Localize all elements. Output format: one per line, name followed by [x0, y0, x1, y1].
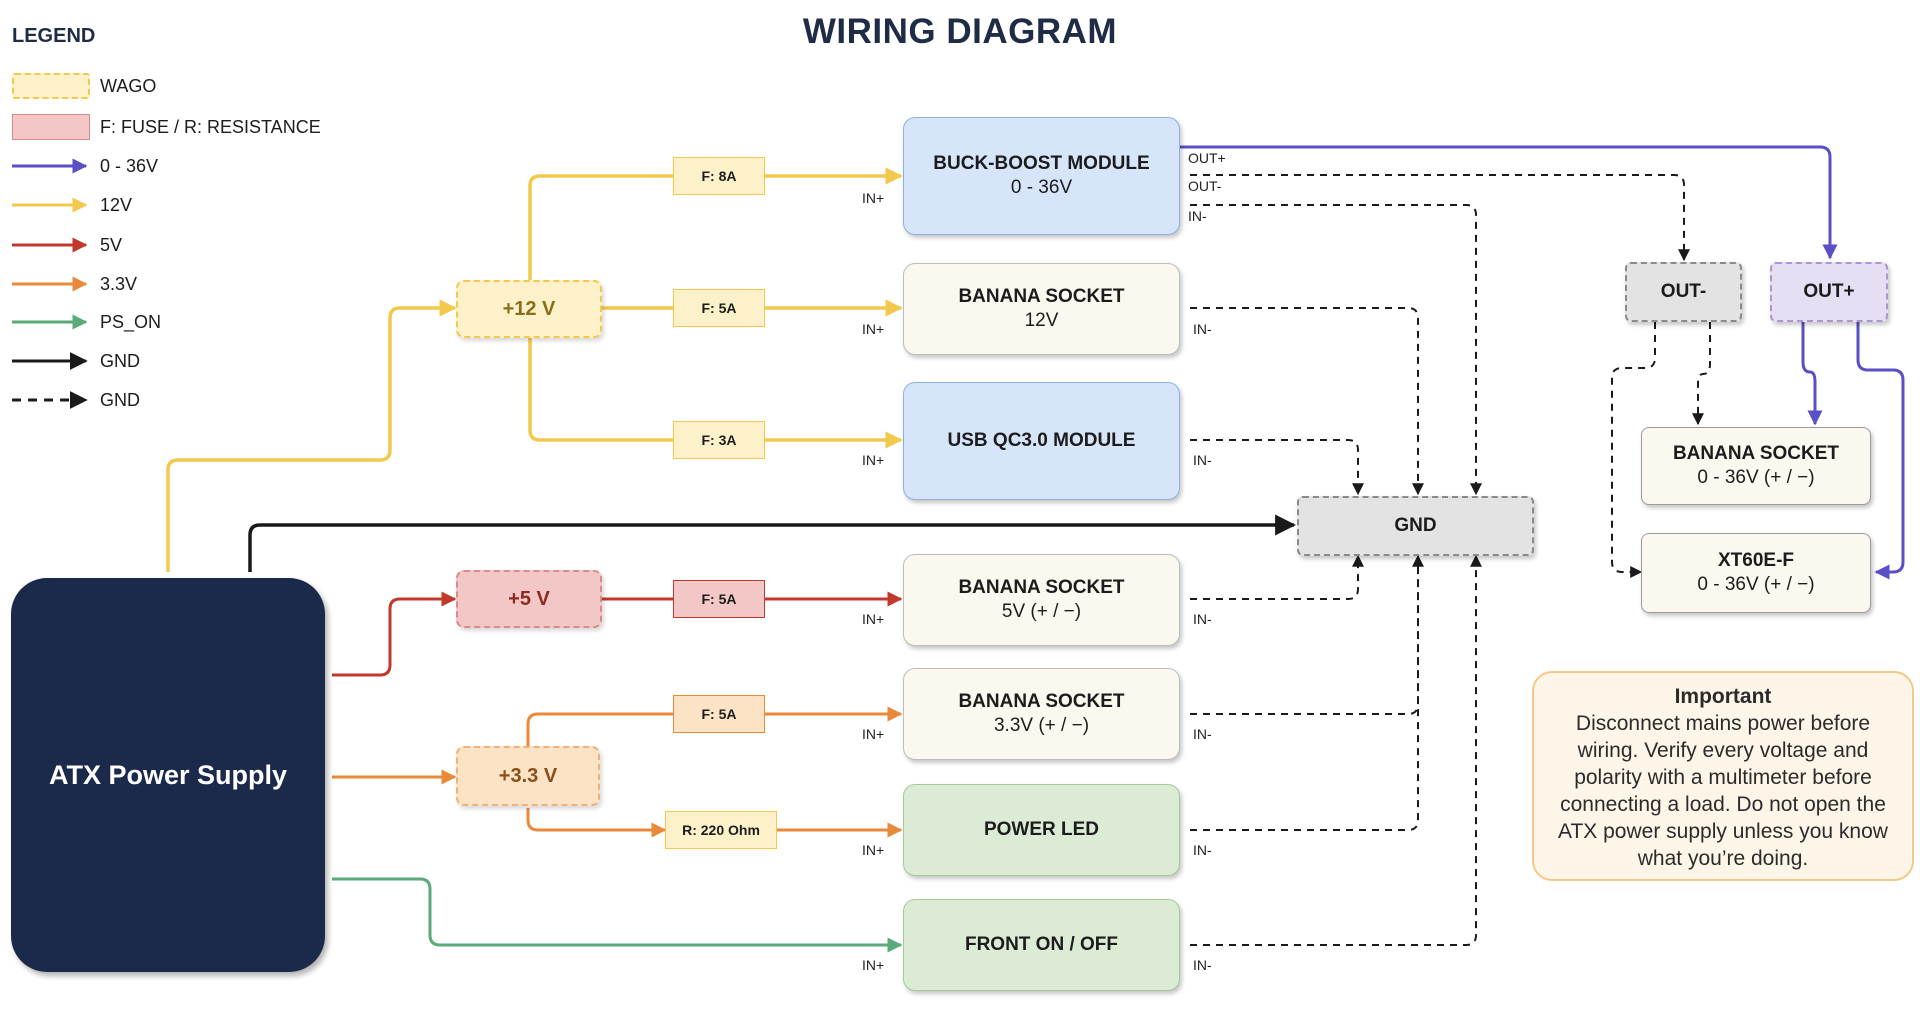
legend-item-fuse: F: FUSE / R: RESISTANCE: [12, 113, 321, 141]
out-minus-wago: OUT-: [1625, 262, 1742, 322]
pin-label: IN+: [862, 321, 885, 337]
legend-label: WAGO: [100, 75, 157, 96]
legend-label: 0 - 36V: [100, 155, 159, 176]
legend-item-12v: 12V: [100, 191, 132, 219]
wires-12v: [166, 167, 903, 572]
wires-36v: [1180, 145, 1905, 580]
legend-label: 12V: [100, 194, 133, 215]
legend-label: PS_ON: [100, 311, 162, 332]
legend-item-gnd-dashed: GND: [100, 386, 140, 414]
out-plus-wago: OUT+: [1770, 262, 1888, 322]
usb-qc3-module: USB QC3.0 MODULE: [903, 382, 1180, 500]
pin-label: IN-: [1193, 611, 1212, 627]
pin-label: IN-: [1193, 452, 1212, 468]
module-subtitle: 0 - 36V: [1010, 177, 1073, 198]
pin-label: IN+: [862, 611, 885, 627]
pin-label: IN-: [1193, 957, 1212, 973]
xt60e-f-connector: XT60E-F 0 - 36V (+ / −): [1641, 533, 1871, 613]
legend-label: 3.3V: [100, 273, 138, 294]
pin-label: IN-: [1188, 208, 1207, 224]
legend-label: GND: [100, 350, 140, 371]
legend-item-5v: 5V: [100, 231, 122, 259]
legend-item-3v3: 3.3V: [100, 270, 137, 298]
legend-item-wago: WAGO: [12, 72, 156, 100]
wago-12v: +12 V: [456, 280, 602, 338]
legend-label: F: FUSE / R: RESISTANCE: [100, 116, 321, 137]
fuse-5a-5v: F: 5A: [673, 580, 765, 618]
module-subtitle: 3.3V (+ / −): [993, 715, 1090, 736]
wires-gnd-dashed: [1190, 174, 1711, 946]
module-title: BANANA SOCKET: [958, 286, 1125, 307]
wire-gnd-solid: [248, 514, 1297, 572]
pin-label: OUT-: [1188, 178, 1222, 194]
legend-label: 5V: [100, 234, 123, 255]
legend-title: LEGEND: [12, 25, 96, 47]
module-title: POWER LED: [983, 819, 1100, 840]
legend-item-ps-on: PS_ON: [100, 308, 161, 336]
fuse-swatch: [12, 114, 90, 140]
pin-label: IN+: [862, 452, 885, 468]
buck-boost-module: BUCK-BOOST MODULE 0 - 36V: [903, 117, 1180, 235]
banana-socket-12v: BANANA SOCKET 12V: [903, 263, 1180, 355]
module-title: BUCK-BOOST MODULE: [933, 153, 1150, 174]
resistor-220-ohm: R: 220 Ohm: [665, 811, 777, 849]
legend-lines: [12, 158, 88, 409]
module-title: GND: [1394, 515, 1437, 536]
wago-3v3: +3.3 V: [456, 746, 600, 806]
pin-label: IN-: [1193, 726, 1212, 742]
module-subtitle: 0 - 36V (+ / −): [1697, 467, 1815, 488]
pin-label: IN-: [1193, 321, 1212, 337]
pin-label: OUT+: [1188, 150, 1226, 166]
pin-label: IN+: [862, 842, 885, 858]
important-note: Important Disconnect mains power before …: [1532, 671, 1914, 881]
module-title: USB QC3.0 MODULE: [947, 430, 1136, 451]
module-title: BANANA SOCKET: [958, 577, 1125, 598]
page-title: WIRING DIAGRAM: [802, 12, 1118, 51]
banana-socket-3v3: BANANA SOCKET 3.3V (+ / −): [903, 668, 1180, 760]
banana-socket-0-36v: BANANA SOCKET 0 - 36V (+ / −): [1641, 427, 1871, 505]
banana-socket-5v: BANANA SOCKET 5V (+ / −): [903, 554, 1180, 646]
pin-label: IN-: [1193, 842, 1212, 858]
legend-item-gnd-solid: GND: [100, 347, 140, 375]
wago-5v: +5 V: [456, 570, 602, 628]
gnd-bus: GND: [1297, 496, 1534, 556]
important-heading: Important: [1674, 685, 1772, 708]
module-title: XT60E-F: [1717, 550, 1795, 571]
module-title: BANANA SOCKET: [958, 691, 1125, 712]
fuse-3a: F: 3A: [673, 421, 765, 459]
module-subtitle: 5V (+ / −): [1001, 601, 1082, 622]
front-on-off: FRONT ON / OFF: [903, 899, 1180, 991]
important-body: Disconnect mains power before wiring. Ve…: [1558, 712, 1888, 870]
legend-label: GND: [100, 389, 140, 410]
module-subtitle: 0 - 36V (+ / −): [1697, 574, 1815, 595]
module-title: BANANA SOCKET: [1672, 443, 1840, 464]
power-led: POWER LED: [903, 784, 1180, 876]
pin-label: IN+: [862, 957, 885, 973]
fuse-5a-12v: F: 5A: [673, 289, 765, 327]
module-title: OUT+: [1803, 281, 1855, 302]
wago-swatch: [12, 73, 90, 99]
wires-3v3: [332, 706, 903, 838]
module-title: FRONT ON / OFF: [964, 934, 1119, 955]
fuse-8a: F: 8A: [673, 157, 765, 195]
pin-label: IN+: [862, 190, 885, 206]
wire-ps-on: [332, 877, 903, 953]
pin-label: IN+: [862, 726, 885, 742]
wires-5v: [332, 591, 903, 677]
module-subtitle: 12V: [1024, 310, 1059, 331]
fuse-5a-3v3: F: 5A: [673, 695, 765, 733]
module-title: OUT-: [1660, 281, 1707, 302]
legend-item-0-36v: 0 - 36V: [100, 152, 158, 180]
atx-power-supply: ATX Power Supply: [11, 578, 325, 972]
